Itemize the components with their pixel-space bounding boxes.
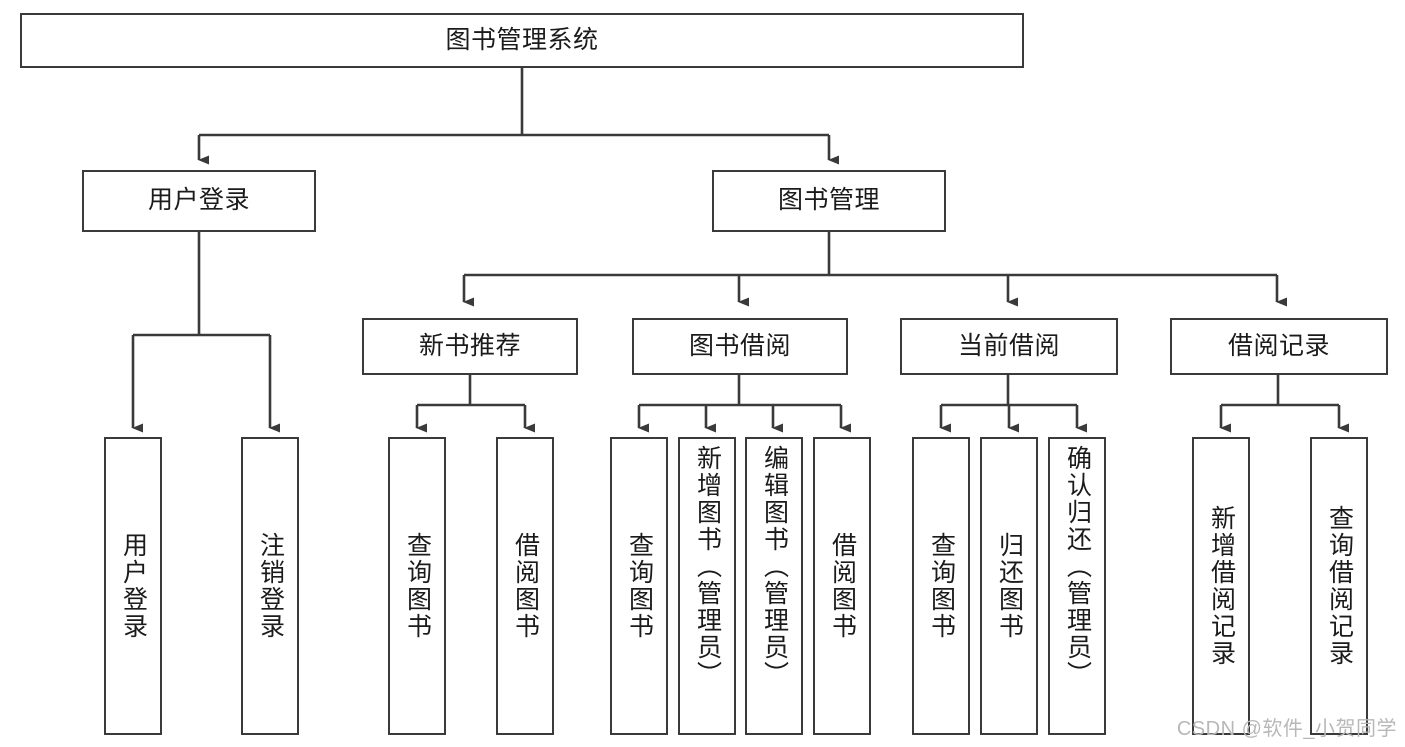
node-current-borrow[interactable]: 当前借阅 bbox=[900, 318, 1118, 375]
leaf-new-book-borrow[interactable]: 借阅图书 bbox=[496, 437, 554, 735]
leaf-borrow-add-book[interactable]: 新增图书（管理员） bbox=[678, 437, 736, 735]
leaf-current-confirm-return-label: 确认归还（管理员） bbox=[1063, 445, 1092, 688]
node-new-book-recommend[interactable]: 新书推荐 bbox=[362, 318, 578, 375]
leaf-current-return-book[interactable]: 归还图书 bbox=[980, 437, 1038, 735]
node-book-management-label: 图书管理 bbox=[777, 186, 880, 215]
leaf-borrow-borrow-book-label: 借阅图书 bbox=[828, 532, 857, 640]
leaf-new-book-borrow-label: 借阅图书 bbox=[511, 532, 540, 640]
node-book-borrow[interactable]: 图书借阅 bbox=[632, 318, 848, 375]
watermark: CSDN @软件_小贺同学 bbox=[1176, 718, 1397, 740]
node-user-login-label: 用户登录 bbox=[147, 186, 250, 215]
node-new-book-recommend-label: 新书推荐 bbox=[418, 331, 521, 360]
leaf-current-query-book[interactable]: 查询图书 bbox=[912, 437, 970, 735]
leaf-borrow-borrow-book[interactable]: 借阅图书 bbox=[813, 437, 871, 735]
leaf-record-add[interactable]: 新增借阅记录 bbox=[1192, 437, 1250, 735]
leaf-record-query[interactable]: 查询借阅记录 bbox=[1310, 437, 1368, 735]
leaf-user-login-signin[interactable]: 用户登录 bbox=[104, 437, 162, 735]
leaf-user-login-signin-label: 用户登录 bbox=[119, 532, 148, 640]
leaf-new-book-query-label: 查询图书 bbox=[403, 532, 432, 640]
node-book-borrow-label: 图书借阅 bbox=[688, 331, 791, 360]
node-current-borrow-label: 当前借阅 bbox=[957, 331, 1060, 360]
node-borrow-record[interactable]: 借阅记录 bbox=[1170, 318, 1388, 375]
leaf-borrow-edit-book-label: 编辑图书（管理员） bbox=[760, 445, 789, 688]
node-root-label: 图书管理系统 bbox=[445, 25, 599, 54]
node-user-login[interactable]: 用户登录 bbox=[82, 170, 316, 232]
leaf-current-confirm-return[interactable]: 确认归还（管理员） bbox=[1048, 437, 1106, 735]
leaf-borrow-add-book-label: 新增图书（管理员） bbox=[693, 445, 722, 688]
leaf-new-book-query[interactable]: 查询图书 bbox=[388, 437, 446, 735]
leaf-borrow-query-book[interactable]: 查询图书 bbox=[610, 437, 668, 735]
node-borrow-record-label: 借阅记录 bbox=[1227, 331, 1330, 360]
leaf-current-return-book-label: 归还图书 bbox=[995, 532, 1024, 640]
node-root[interactable]: 图书管理系统 bbox=[20, 13, 1024, 68]
node-book-management[interactable]: 图书管理 bbox=[712, 170, 946, 232]
leaf-borrow-edit-book[interactable]: 编辑图书（管理员） bbox=[745, 437, 803, 735]
leaf-record-add-label: 新增借阅记录 bbox=[1207, 505, 1236, 667]
leaf-current-query-book-label: 查询图书 bbox=[927, 532, 956, 640]
leaf-record-query-label: 查询借阅记录 bbox=[1325, 505, 1354, 667]
leaf-user-login-signout[interactable]: 注销登录 bbox=[241, 437, 299, 735]
leaf-user-login-signout-label: 注销登录 bbox=[256, 532, 285, 640]
leaf-borrow-query-book-label: 查询图书 bbox=[625, 532, 654, 640]
